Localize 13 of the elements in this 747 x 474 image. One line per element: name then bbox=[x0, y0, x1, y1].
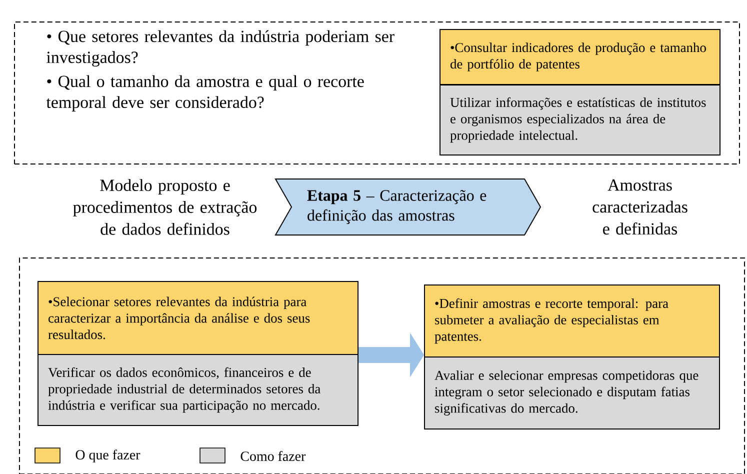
task-box: •Definir amostras e recorte temporal: para submeter a avaliação de especialistas em patentes. bbox=[424, 284, 720, 358]
dashed-region bbox=[19, 258, 745, 474]
stage-label: Amostras caracterizadas e definidas bbox=[592, 179, 688, 235]
task-box: •Selecionar setores relevantes da indústria para caracterizar a importância da análise e dos seus resultados. bbox=[38, 281, 358, 355]
method-box: Avaliar e selecionar empresas competidoras que integram o setor selecionado e disputam fatias significativas do mercado. bbox=[424, 356, 720, 430]
method-box: Verificar os dados econômicos, financeiros e de propriedade industrial de determinados setores da indústria e verificar sua participação no mercado. bbox=[38, 354, 358, 426]
bullet-item: • Que setores relevantes da indústria poderiam ser investigados? bbox=[46, 30, 394, 67]
legend-label: O que fazer bbox=[76, 450, 140, 462]
stage-label: Modelo proposto e procedimentos de extração de dados definidos bbox=[73, 179, 257, 235]
method-box: Utilizar informações e estatísticas de institutos e organismos especializados na área de propriedade intelectual. bbox=[440, 84, 720, 156]
task-box: •Consultar indicadores de produção e tamanho de portfólio de patentes bbox=[440, 29, 720, 85]
legend-label: Como fazer bbox=[240, 451, 306, 461]
bullet-item: • Qual o tamanho da amostra e qual o recorte temporal deve ser considerado? bbox=[46, 75, 364, 112]
